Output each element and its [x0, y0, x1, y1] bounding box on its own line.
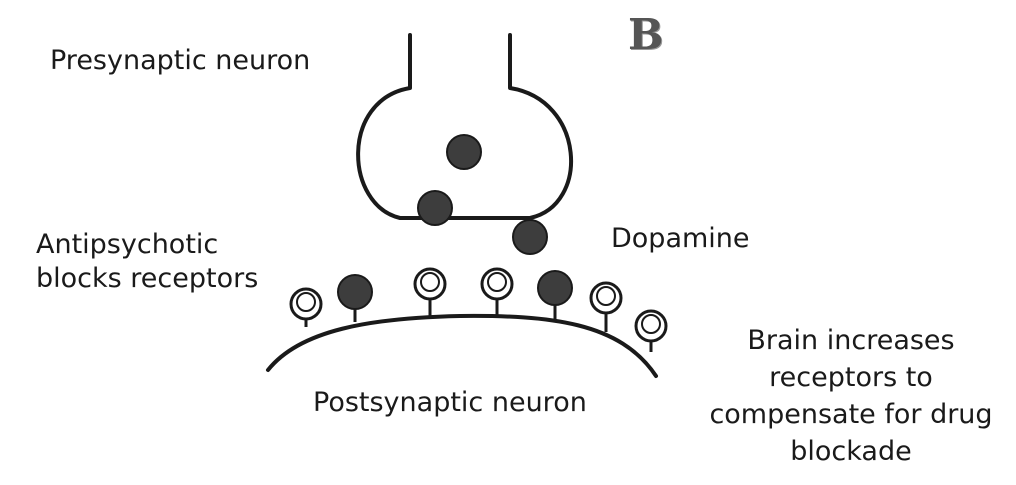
- receptor-group: [291, 269, 666, 352]
- receptor-empty: [636, 311, 666, 352]
- dopamine-molecule-vesicle: [447, 135, 481, 169]
- antipsychotic-molecule: [338, 275, 372, 309]
- receptor-empty: [482, 269, 512, 318]
- presynaptic-neuron-label: Presynaptic neuron: [50, 44, 310, 78]
- postsynaptic-membrane: [268, 316, 656, 376]
- presynaptic-terminal: [358, 35, 571, 218]
- receptor-empty-site: [297, 293, 315, 311]
- receptor-empty: [591, 283, 621, 332]
- brain-increases-label: Brain increases receptors to compensate …: [692, 322, 1010, 470]
- receptor-blocked: [338, 275, 372, 322]
- receptor-empty-site: [597, 287, 615, 305]
- antipsychotic-molecule: [538, 271, 572, 305]
- receptor-empty-site: [642, 315, 660, 333]
- receptor-empty: [415, 269, 445, 318]
- dopamine-label: Dopamine: [611, 222, 750, 256]
- receptor-blocked: [538, 271, 572, 321]
- dopamine-molecule-cleft: [513, 220, 547, 254]
- receptor-empty: [291, 289, 321, 327]
- receptor-empty-site: [421, 273, 439, 291]
- antipsychotic-label: Antipsychotic blocks receptors: [36, 228, 276, 296]
- dopamine-molecule-releasing: [418, 191, 452, 225]
- receptor-empty-site: [488, 273, 506, 291]
- postsynaptic-neuron-label: Postsynaptic neuron: [313, 386, 587, 420]
- panel-letter: B: [628, 10, 664, 59]
